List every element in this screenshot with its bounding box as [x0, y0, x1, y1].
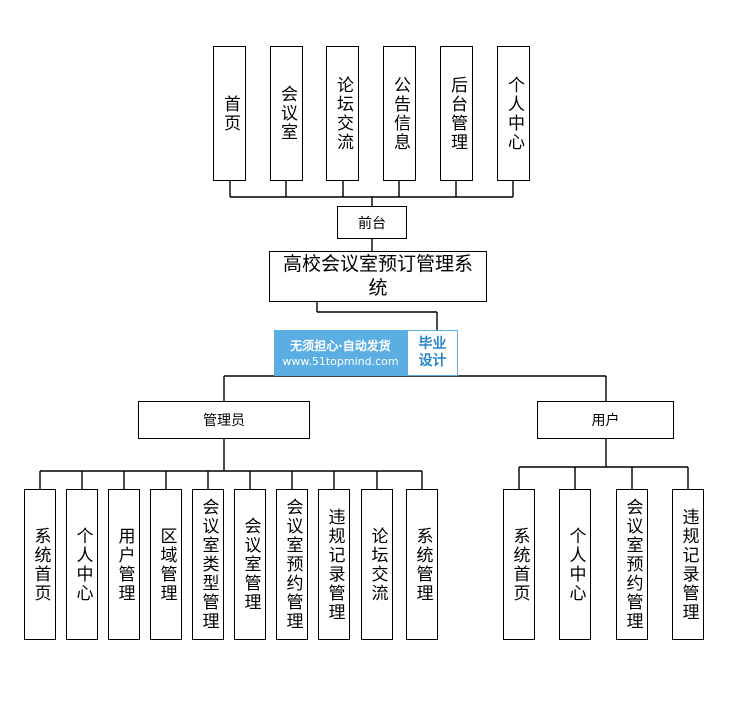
- watermark-slogan: 无须担心·自动发货: [290, 338, 391, 353]
- frontend-module-backend: 后台管理: [440, 46, 473, 181]
- system-title-node: 高校会议室预订管理系统: [269, 251, 487, 302]
- frontend-module-announcements: 公告信息: [383, 46, 416, 181]
- admin-module-user-management: 用户管理: [108, 489, 140, 640]
- frontend-module-home: 首页: [213, 46, 246, 181]
- frontend-module-forum: 论坛交流: [326, 46, 359, 181]
- watermark-badge-label: 毕业 设计: [407, 330, 458, 376]
- user-module-violation-management: 违规记录管理: [672, 489, 704, 640]
- user-module-system-home: 系统首页: [503, 489, 535, 640]
- user-node: 用户: [537, 401, 674, 439]
- user-module-reservation-management: 会议室预约管理: [616, 489, 648, 640]
- user-module-personal-center: 个人中心: [559, 489, 591, 640]
- frontend-module-meeting-room: 会议室: [270, 46, 303, 181]
- admin-module-room-management: 会议室管理: [234, 489, 266, 640]
- admin-module-violation-management: 违规记录管理: [318, 489, 350, 640]
- admin-module-room-type-management: 会议室类型管理: [192, 489, 224, 640]
- admin-module-forum: 论坛交流: [361, 489, 393, 640]
- admin-module-system-home: 系统首页: [24, 489, 56, 640]
- admin-module-reservation-management: 会议室预约管理: [276, 489, 308, 640]
- admin-module-area-management: 区域管理: [150, 489, 182, 640]
- admin-module-personal-center: 个人中心: [66, 489, 98, 640]
- admin-module-system-management: 系统管理: [406, 489, 438, 640]
- watermark-badge-line1: 毕业: [418, 336, 447, 352]
- watermark-badge-line2: 设计: [418, 353, 447, 369]
- frontend-module-personal-center: 个人中心: [497, 46, 530, 181]
- watermark-text-block: 无须担心·自动发货 www.51topmind.com: [274, 330, 407, 376]
- frontend-node: 前台: [337, 206, 407, 239]
- watermark-url: www.51topmind.com: [282, 354, 399, 368]
- admin-node: 管理员: [138, 401, 310, 439]
- watermark-badge: 无须担心·自动发货 www.51topmind.com 毕业 设计: [274, 330, 458, 376]
